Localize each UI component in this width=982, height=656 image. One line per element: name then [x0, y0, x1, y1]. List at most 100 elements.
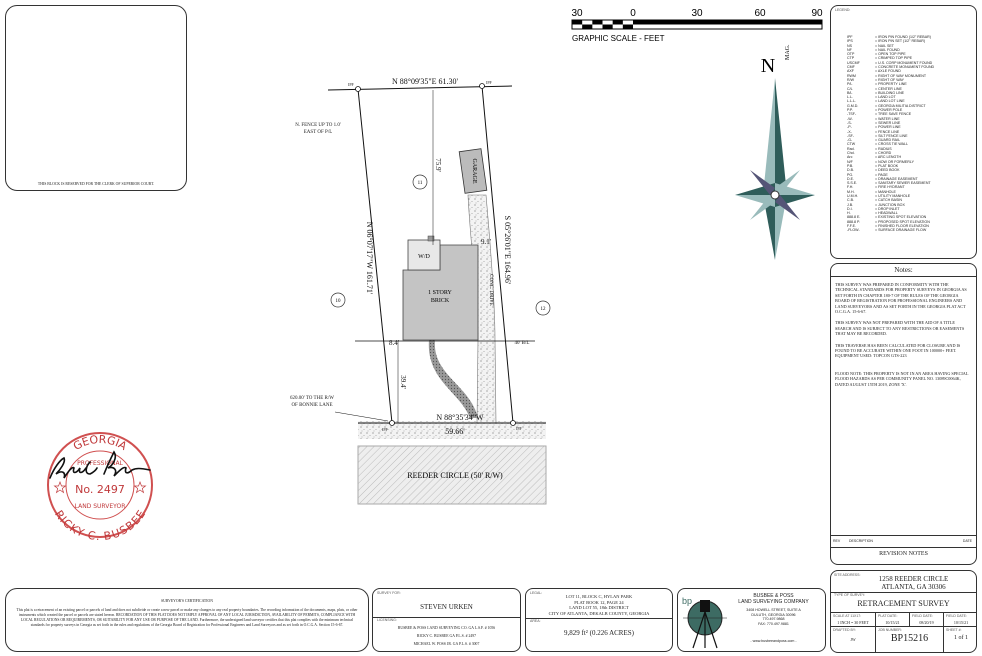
legend-abbr: OTP	[847, 52, 855, 57]
legend-abbr: S.S.E.	[847, 181, 858, 186]
logo-text: bp	[682, 596, 692, 606]
clerk-block-text: THIS BLOCK IS RESERVED FOR THE CLERK OF …	[37, 182, 155, 186]
garage	[458, 148, 488, 194]
seal-middle-text: PROFESSIONAL	[77, 460, 123, 467]
seal-lower-text: LAND SURVEYOR	[75, 503, 126, 510]
legend-desc: = PROPOSED SPOT ELEVATION	[875, 219, 930, 224]
legend-item: S.S.E.= SANITARY SEWER EASEMENT	[831, 181, 976, 185]
legend-item: PG. = PAGE	[831, 173, 976, 177]
legend-list: IPF= IRON PIN FOUND (1/2" REBAR)IPS= IRO…	[831, 35, 976, 233]
fence-note: N. FENCE UP TO 1.0'	[295, 123, 341, 128]
survey-for-box: SURVEY FOR: STEVEN URKEN LICENSING: BUSB…	[372, 588, 521, 652]
legend-desc: = SILT FENCE LINE	[875, 133, 908, 138]
legend-desc: = FINISHED FLOOR ELEVATION	[875, 224, 929, 229]
legend-item: J.B.= JUNCTION BOX	[831, 203, 976, 207]
company-name: BUSBEE & POSS	[753, 593, 794, 599]
legend-desc: = NAIL FOUND	[875, 47, 900, 52]
site-label: SITE ADDRESS:	[834, 573, 861, 577]
legend-desc: = NOW OR FORMERLY	[875, 159, 914, 164]
star-icon	[133, 481, 147, 494]
scale-tick: 90	[811, 8, 823, 19]
seal-name-text: RICKY C. BUSBEE	[52, 508, 148, 543]
legend-desc: = CHORD	[875, 151, 892, 156]
legend-item: 888.8 E.= EXISTING SPOT ELEVATION	[831, 215, 976, 219]
ipf-label: IPF	[382, 427, 389, 432]
plat-date-label: PLAT DATE:	[878, 614, 898, 618]
legend-item: D.B. = DEED BOOK	[831, 168, 976, 172]
legend-item: OTP= OPEN TOP PIPE	[831, 52, 976, 56]
legend-item: -X-= FENCE LINE	[831, 130, 976, 134]
legend-item: NF= NAIL FOUND	[831, 48, 976, 52]
legend-desc: = DRAINAGE EASEMENT	[875, 176, 918, 181]
field-date-label: FIELD DATE:	[912, 614, 933, 618]
legal-line: PLAT BOOK 12, PAGE 24	[574, 599, 624, 605]
dim-front: 39.4'	[399, 375, 407, 389]
lot-number-circles	[330, 174, 551, 316]
client-name: STEVEN URKEN	[420, 603, 473, 611]
legend-desc: = CONCRETE MONUMENT FOUND	[875, 65, 935, 70]
certification-text: This plat is a retracement of an existin…	[16, 608, 358, 627]
legend-abbr: G.M.D.	[847, 103, 859, 108]
legend-item: -W-= WATER LINE	[831, 117, 976, 121]
legend-item: 888.8 P.= PROPOSED SPOT ELEVATION	[831, 220, 976, 224]
legend-item: C.B.= CATCH BASIN	[831, 198, 976, 202]
legend-desc: = GUARD RAIL	[875, 138, 901, 143]
legend-abbr: -S-	[847, 120, 852, 125]
signature	[49, 450, 151, 479]
rev-col: DATE	[962, 539, 972, 543]
legend-item: P/L= PROPERTY LINE	[831, 82, 976, 86]
company-box: bp BUSBEE & POSS LAND SURVEYING COMPANY …	[677, 588, 826, 652]
seal-top-text: GEORGIA	[71, 433, 129, 453]
legend-item: -FLOW- = SURFACE DRAINAGE FLOW	[831, 228, 976, 232]
legend-abbr: CMF	[847, 65, 855, 70]
legend-desc: = DEED BOOK	[875, 168, 900, 173]
legend-desc: = PAGE	[875, 172, 888, 177]
star-icon	[53, 481, 67, 494]
legend-item: L.L.L.= LAND LOT LINE	[831, 99, 976, 103]
legend-item: C/L= CENTER LINE	[831, 87, 976, 91]
south-line-bearing: N 88°35'34"W	[436, 413, 484, 422]
company-website[interactable]: - www.busbeeandposs.com -	[750, 639, 797, 643]
sheet-number: 1 of 1	[954, 635, 968, 641]
rev-col: REV	[833, 539, 841, 543]
legend-abbr: H.	[847, 211, 851, 216]
dim-side-east: 9.1'	[481, 238, 491, 246]
type-label: TYPE OF SURVEY:	[834, 593, 866, 597]
plat-date: 10/15/21	[885, 620, 900, 625]
legend-item: H.= HEADWALL	[831, 211, 976, 215]
legend-desc: = PLAT BOOK	[875, 163, 899, 168]
job-label: JOB NUMBER:	[878, 628, 902, 632]
legal-line: LOT 11, BLOCK C, HYLAN PARK	[565, 594, 633, 599]
legend-item: N/F = NOW OR FORMERLY	[831, 160, 976, 164]
legend-item: G.M.D.= GEORGIA MILITIA DISTRICT	[831, 104, 976, 108]
field-date: 08/20/19	[919, 620, 934, 625]
legend-desc: = MANHOLE	[875, 189, 896, 194]
legend-desc: = IRON PIN SET (1/2" REBAR)	[875, 39, 926, 44]
field-date: 10/15/21	[953, 620, 969, 625]
legend-abbr: P/L	[847, 82, 853, 87]
legend-abbr: D.B.	[847, 168, 854, 173]
north-line-bearing: N 88°09'35"E 61.30'	[392, 77, 459, 86]
legend-desc: = DROP INLET	[875, 206, 900, 211]
legend-item: D.E.= DRAINAGE EASEMENT	[831, 177, 976, 181]
legend-desc: = CATCH BASIN	[875, 198, 902, 203]
east-line-bearing: S 05°26'01"E 164.96'	[503, 216, 512, 285]
drafted-label: DRAFTED BY:	[833, 628, 856, 632]
legend-abbr: -FLOW-	[847, 228, 860, 233]
legend-item: F.F.E.= FINISHED FLOOR ELEVATION	[831, 224, 976, 228]
company-phone: 770.497.9868	[762, 617, 785, 622]
legend-abbr: N/F	[847, 159, 853, 164]
legend-item: R/W= RIGHT OF WAY	[831, 78, 976, 82]
legend-abbr: NS	[847, 43, 852, 48]
revision-table-header: REV DESCRIPTION DATE	[831, 535, 976, 545]
site-address-1: 1258 REEDER CIRCLE	[878, 575, 949, 583]
legend-abbr: PG.	[847, 172, 854, 177]
legend-desc: = NAIL SET	[875, 43, 894, 48]
note: This traverse has been calculated for cl…	[835, 342, 961, 359]
legend-desc: = JUNCTION BOX	[875, 202, 905, 207]
legend-abbr: CTW	[847, 142, 856, 147]
legend-abbr: IPF	[847, 35, 853, 39]
legend-item: -P-= POWER LINE	[831, 125, 976, 129]
legend-desc: = IRON PIN FOUND (1/2" REBAR)	[875, 35, 931, 39]
legend-desc: = SURFACE DRAINAGE FLOW	[875, 228, 927, 233]
